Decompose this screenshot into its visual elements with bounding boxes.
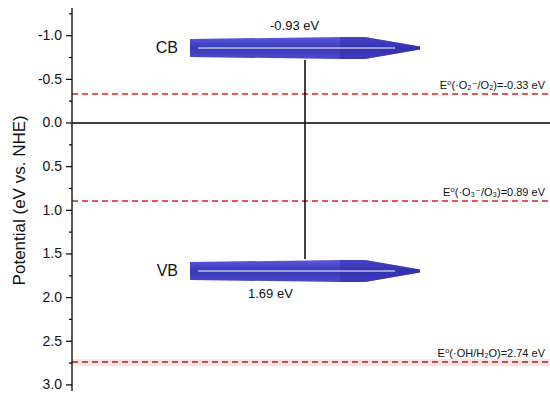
tick-label: 1.5 <box>43 246 62 261</box>
axis-tick <box>69 188 72 189</box>
band-label: CB <box>156 39 178 57</box>
pink-band <box>72 359 550 366</box>
tick-label: 2.5 <box>43 334 62 349</box>
tick-label: 1.0 <box>43 203 62 218</box>
tick-label: -0.5 <box>38 72 62 87</box>
zero-line <box>72 122 550 124</box>
axis-tick <box>66 210 72 211</box>
axis-title: Potential (eV vs. NHE) <box>11 115 30 285</box>
axis-tick <box>69 13 72 14</box>
axis-tick <box>69 232 72 233</box>
potential-label: E⁰(·O₂⁻/O₂)=-0.33 eV <box>440 79 545 91</box>
axis-ticks <box>66 14 72 385</box>
tick-label: 2.0 <box>43 290 62 305</box>
band-energy: 1.69 eV <box>248 287 293 301</box>
energy-band: VB1.69 eV <box>190 259 420 283</box>
band-shape <box>190 36 420 60</box>
band-label: VB <box>157 262 178 280</box>
axis-tick <box>69 57 72 58</box>
axis-tick <box>69 319 72 320</box>
tick-label: 3.0 <box>43 377 62 392</box>
axis-tick <box>66 122 72 123</box>
y-axis <box>71 8 72 391</box>
tick-label: -1.0 <box>38 28 62 43</box>
red-dashed-line <box>72 200 550 202</box>
band-shape <box>190 259 420 283</box>
red-dashed-line <box>72 361 550 363</box>
energy-band: CB-0.93 eV <box>190 36 420 60</box>
axis-tick <box>66 253 72 254</box>
tick-label: 0.5 <box>43 159 62 174</box>
axis-tick <box>66 35 72 36</box>
axis-tick <box>66 166 72 167</box>
potential-label: E⁰(·O₃⁻/O₃)=0.89 eV <box>443 186 545 198</box>
axis-tick <box>69 144 72 145</box>
potential-label: E⁰(·OH/H₂O)=2.74 eV <box>438 347 545 359</box>
band-gap-line <box>304 60 306 259</box>
axis-tick <box>66 297 72 298</box>
axis-tick <box>66 341 72 342</box>
band-energy: -0.93 eV <box>270 19 319 33</box>
axis-tick <box>69 101 72 102</box>
tick-label: 0.0 <box>43 115 62 130</box>
axis-tick <box>69 275 72 276</box>
axis-tick <box>66 384 72 385</box>
red-dashed-line <box>72 93 550 95</box>
axis-tick <box>69 362 72 363</box>
axis-tick <box>66 79 72 80</box>
